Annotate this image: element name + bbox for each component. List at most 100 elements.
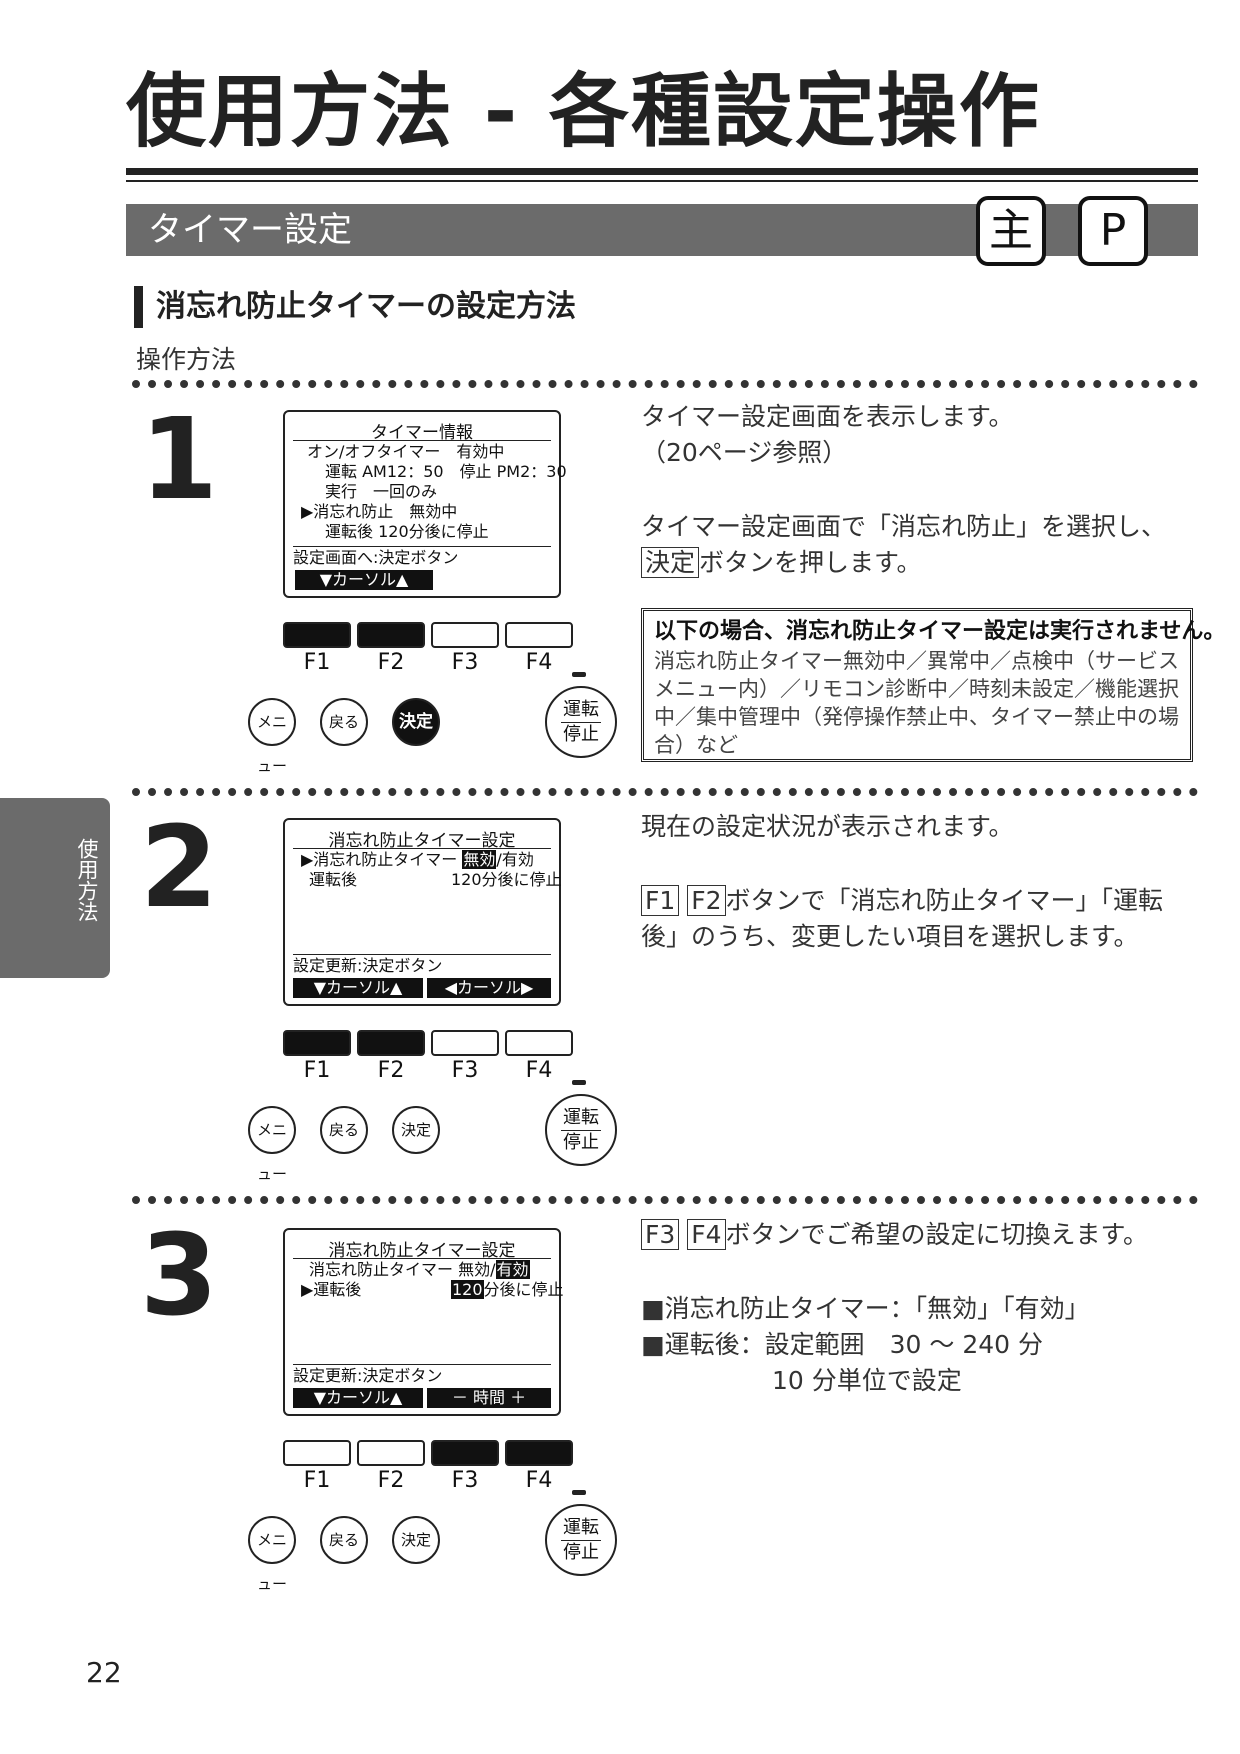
- enter-button[interactable]: 決定: [392, 1516, 440, 1564]
- menu-button[interactable]: メニュー: [248, 1106, 296, 1183]
- title-rule: [126, 168, 1198, 175]
- lcd-screen: 消忘れ防止タイマー設定 消忘れ防止タイマー 無効/有効 ▶運転後 120分後に停…: [283, 1228, 564, 1416]
- stop-label: 停止: [563, 1542, 599, 1563]
- section-title: タイマー設定: [148, 210, 352, 250]
- f1-key[interactable]: [283, 1030, 351, 1056]
- f2-key[interactable]: [357, 622, 425, 648]
- lcd-nav-time: － 時間 ＋: [427, 1388, 551, 1408]
- step2-text: 後」のうち、変更したい項目を選択します。: [641, 922, 1139, 951]
- lcd-row: 120分後に停止: [451, 870, 562, 889]
- subsection-title: 消忘れ防止タイマーの設定方法: [156, 289, 576, 324]
- side-tab-label: 使用方法: [75, 838, 99, 922]
- menu-button[interactable]: メニュー: [248, 1516, 296, 1593]
- step1-text: 決定ボタンを押します。: [641, 546, 922, 580]
- f3-key[interactable]: [431, 1030, 499, 1056]
- f2-key[interactable]: [357, 1440, 425, 1466]
- f3-label: F3: [451, 1058, 479, 1083]
- lcd-footer: 設定画面へ:決定ボタン: [293, 548, 459, 567]
- step-number: 2: [140, 803, 218, 933]
- lcd-nav-cursor-vertical: ▼カーソル▲: [293, 1388, 423, 1408]
- back-button[interactable]: 戻る: [320, 698, 368, 746]
- lcd-footer: 設定更新:決定ボタン: [293, 1366, 443, 1385]
- enter-key-label: 決定: [641, 547, 700, 578]
- lcd-row: オン/オフタイマー 有効中: [307, 442, 505, 461]
- f3-key[interactable]: [431, 1440, 499, 1466]
- subsection-marker: [134, 286, 143, 328]
- notice-body: 消忘れ防止タイマー無効中／異常中／点検中（サービスメニュー内）／リモコン診断中／…: [654, 649, 1179, 757]
- lcd-screen: タイマー情報 オン/オフタイマー 有効中 運転 AM12：50 停止 PM2：3…: [283, 410, 567, 598]
- notice-heading: 以下の場合、消忘れ防止タイマー設定は実行されません。: [654, 619, 1226, 644]
- enter-button[interactable]: 決定: [392, 698, 440, 746]
- stop-label: 停止: [563, 1132, 599, 1153]
- disabled-option-selected: 無効: [462, 850, 497, 869]
- run-stop-button[interactable]: 運転停止: [545, 1094, 617, 1166]
- lcd-row: 消忘れ防止タイマー 無効/有効: [309, 1260, 530, 1279]
- lcd-nav-cursor-vertical: ▼カーソル▲: [293, 978, 423, 998]
- step3-text: 10 分単位で設定: [772, 1366, 962, 1395]
- lcd-nav-cursor-horizontal: ◀カーソル▶: [427, 978, 551, 998]
- lcd-row: ▶運転後: [301, 1280, 362, 1299]
- f4-label: F4: [525, 1468, 553, 1493]
- lcd-title: 消忘れ防止タイマー設定: [328, 1241, 516, 1261]
- lcd-row: ▶消忘れ防止 無効中: [301, 502, 458, 521]
- f4-label: F4: [525, 1058, 553, 1083]
- f3-label: F3: [451, 650, 479, 675]
- menu-button[interactable]: メニュー: [248, 698, 296, 775]
- f1-key-label: F1: [641, 885, 680, 916]
- notice-box: 以下の場合、消忘れ防止タイマー設定は実行されません。 消忘れ防止タイマー無効中／…: [641, 608, 1226, 762]
- page-title: 使用方法 - 各種設定操作: [126, 65, 1041, 158]
- lcd-row: 120分後に停止: [451, 1280, 564, 1299]
- enabled-option-selected: 有効: [495, 1260, 530, 1279]
- step-number: 1: [140, 395, 218, 525]
- step1-text: （20ページ参照）: [641, 438, 848, 467]
- p-badge: P: [1078, 196, 1148, 266]
- lcd-nav-cursor: ▼カーソル▲: [295, 570, 433, 590]
- run-label: 運転: [563, 1517, 599, 1538]
- status-led: [572, 1490, 586, 1495]
- f3-label: F3: [451, 1468, 479, 1493]
- f4-label: F4: [525, 650, 553, 675]
- f2-label: F2: [377, 1468, 405, 1493]
- run-stop-button[interactable]: 運転停止: [545, 1504, 617, 1576]
- lcd-row: 運転後: [309, 870, 358, 889]
- lcd-row: 運転後 120分後に停止: [325, 522, 489, 541]
- page-number: 22: [86, 1656, 122, 1689]
- f2-key[interactable]: [357, 1030, 425, 1056]
- side-tab: [0, 798, 110, 978]
- step1-text: タイマー設定画面を表示します。: [641, 402, 1014, 431]
- f4-key-label: F4: [687, 1219, 726, 1250]
- run-label: 運転: [563, 1107, 599, 1128]
- run-stop-button[interactable]: 運転停止: [545, 686, 617, 758]
- dotted-divider: [132, 380, 1198, 388]
- back-button[interactable]: 戻る: [320, 1106, 368, 1154]
- enter-button[interactable]: 決定: [392, 1106, 440, 1154]
- f4-key[interactable]: [505, 1440, 573, 1466]
- f2-key-label: F2: [687, 885, 726, 916]
- operation-label: 操作方法: [136, 345, 237, 374]
- f2-label: F2: [377, 1058, 405, 1083]
- f1-label: F1: [303, 1468, 331, 1493]
- f1-key[interactable]: [283, 622, 351, 648]
- status-led: [572, 672, 586, 677]
- lcd-footer: 設定更新:決定ボタン: [293, 956, 443, 975]
- status-led: [572, 1080, 586, 1085]
- dotted-divider: [132, 788, 1198, 796]
- step-number: 3: [140, 1211, 218, 1341]
- step3-text: ■消忘れ防止タイマー：「無効」「有効」: [641, 1294, 1090, 1323]
- step2-text: 現在の設定状況が表示されます。: [641, 812, 1014, 841]
- f3-key-label: F3: [641, 1219, 680, 1250]
- lcd-row: 運転 AM12：50 停止 PM2：30: [325, 462, 567, 481]
- f4-key[interactable]: [505, 1030, 573, 1056]
- f3-key[interactable]: [431, 622, 499, 648]
- stop-label: 停止: [563, 724, 599, 745]
- f1-key[interactable]: [283, 1440, 351, 1466]
- step3-text: ■運転後：設定範囲 30 ～ 240 分: [641, 1330, 1043, 1359]
- back-button[interactable]: 戻る: [320, 1516, 368, 1564]
- f4-key[interactable]: [505, 622, 573, 648]
- lcd-row: 実行 一回のみ: [325, 482, 438, 501]
- f2-label: F2: [377, 650, 405, 675]
- lcd-title: 消忘れ防止タイマー設定: [328, 831, 516, 851]
- lcd-screen: 消忘れ防止タイマー設定 ▶消忘れ防止タイマー 無効/有効 運転後 120分後に停…: [283, 818, 562, 1006]
